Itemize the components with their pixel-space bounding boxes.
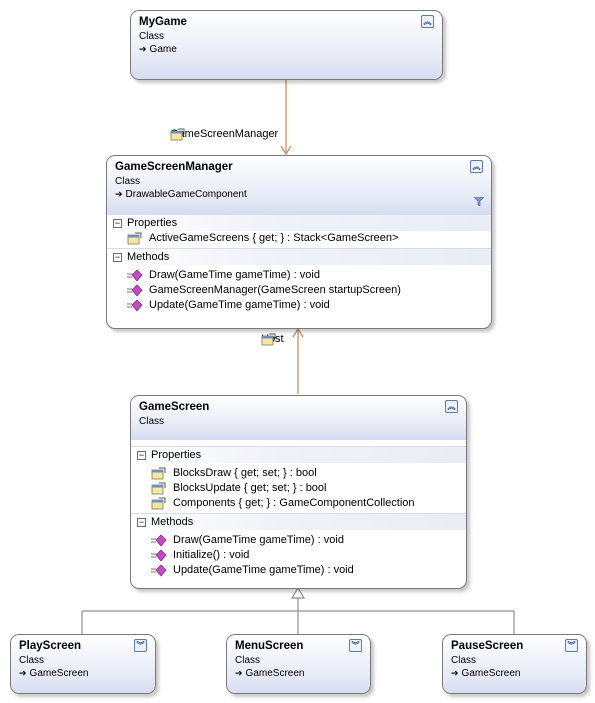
property-icon (151, 497, 167, 516)
association-label-host: Host (239, 333, 284, 346)
method-item[interactable]: Initialize() : void (131, 548, 466, 563)
class-header: MyGame Class ➔Game ︽ (131, 11, 442, 79)
association-arrowhead-host (292, 327, 304, 338)
method-icon (151, 564, 167, 583)
property-icon (151, 467, 167, 486)
association-label-gamescreenmanager: GameScreenManager (148, 128, 279, 141)
property-item[interactable]: ActiveGameScreens { get; } : Stack<GameS… (107, 231, 491, 246)
expand-icon[interactable]: ︾ (565, 639, 578, 652)
class-name: PauseScreen (451, 640, 524, 652)
class-stereotype: Class (139, 416, 165, 427)
class-name: MenuScreen (235, 640, 304, 652)
method-item[interactable]: GameScreenManager(GameScreen startupScre… (107, 283, 491, 298)
class-base: ➔Game (139, 44, 177, 55)
property-icon (261, 333, 277, 350)
class-name: GameScreen (139, 401, 210, 413)
class-gamescreen[interactable]: GameScreen Class ︽ −Properties BlocksDra… (130, 395, 467, 589)
method-icon (151, 549, 167, 568)
section-methods[interactable]: −Methods (131, 513, 466, 530)
class-base: ➔GameScreen (235, 668, 305, 679)
collapse-icon[interactable]: ︽ (445, 400, 458, 413)
expand-icon[interactable]: ︾ (134, 639, 147, 652)
class-stereotype: Class (115, 176, 141, 187)
property-icon (127, 232, 143, 251)
property-icon (151, 482, 167, 501)
class-menuscreen[interactable]: MenuScreen Class ➔GameScreen ︾ (226, 634, 371, 694)
section-methods[interactable]: −Methods (107, 248, 491, 265)
class-name: PlayScreen (19, 640, 82, 652)
property-item[interactable]: BlocksUpdate { get; set; } : bool (131, 481, 466, 496)
property-item[interactable]: Components { get; } : GameComponentColle… (131, 496, 466, 511)
method-item[interactable]: Update(GameTime gameTime) : void (107, 298, 491, 313)
inherits-arrow-icon: ➔ (115, 189, 123, 199)
collapse-section-icon[interactable]: − (113, 252, 122, 262)
property-icon (170, 128, 186, 145)
property-item[interactable]: BlocksDraw { get; set; } : bool (131, 466, 466, 481)
class-header: MenuScreen Class ➔GameScreen ︾ (227, 635, 370, 693)
method-icon (127, 269, 143, 288)
class-base: ➔DrawableGameComponent (115, 189, 247, 200)
inherits-arrow-icon: ➔ (451, 668, 459, 678)
inheritance-triangle (290, 586, 306, 599)
method-item[interactable]: Update(GameTime gameTime) : void (131, 563, 466, 578)
inherits-arrow-icon: ➔ (139, 44, 147, 54)
expand-icon[interactable]: ︾ (349, 639, 362, 652)
method-item[interactable]: Draw(GameTime gameTime) : void (107, 268, 491, 283)
section-properties[interactable]: −Properties (107, 214, 491, 231)
filter-icon[interactable] (473, 196, 485, 209)
collapse-section-icon[interactable]: − (113, 218, 122, 228)
class-stereotype: Class (235, 655, 261, 666)
class-header: GameScreen Class ︽ (131, 396, 466, 440)
collapse-section-icon[interactable]: − (137, 517, 146, 527)
class-stereotype: Class (19, 655, 45, 666)
method-item[interactable]: Draw(GameTime gameTime) : void (131, 533, 466, 548)
association-label-text: GameScreenManager (170, 128, 279, 140)
class-pausescreen[interactable]: PauseScreen Class ➔GameScreen ︾ (442, 634, 587, 694)
class-header: GameScreenManager Class ➔DrawableGameCom… (107, 156, 491, 214)
inherits-arrow-icon: ➔ (235, 668, 243, 678)
collapse-section-icon[interactable]: − (137, 450, 146, 460)
method-icon (127, 284, 143, 303)
class-base: ➔GameScreen (451, 668, 521, 679)
class-header: PlayScreen Class ➔GameScreen ︾ (11, 635, 155, 693)
class-mygame[interactable]: MyGame Class ➔Game ︽ (130, 10, 443, 80)
class-header: PauseScreen Class ➔GameScreen ︾ (443, 635, 586, 693)
class-base: ➔GameScreen (19, 668, 89, 679)
class-name: GameScreenManager (115, 161, 233, 173)
class-gamescreenmanager[interactable]: GameScreenManager Class ➔DrawableGameCom… (106, 155, 492, 329)
class-stereotype: Class (139, 31, 165, 42)
class-stereotype: Class (451, 655, 477, 666)
method-icon (127, 299, 143, 318)
class-playscreen[interactable]: PlayScreen Class ➔GameScreen ︾ (10, 634, 156, 694)
collapse-icon[interactable]: ︽ (470, 160, 483, 173)
section-properties[interactable]: −Properties (131, 446, 466, 463)
class-name: MyGame (139, 16, 187, 28)
method-icon (151, 534, 167, 553)
collapse-icon[interactable]: ︽ (421, 15, 434, 28)
inherits-arrow-icon: ➔ (19, 668, 27, 678)
association-arrowhead-gamescreenmanager (280, 145, 292, 156)
